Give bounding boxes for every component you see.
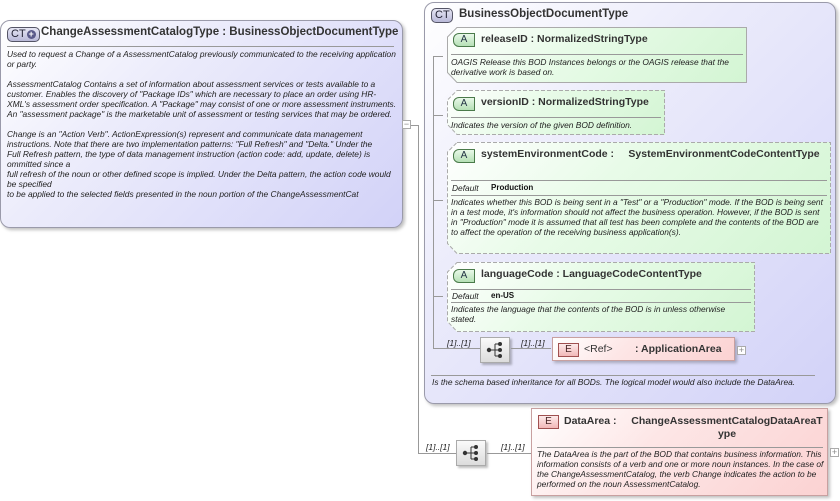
change-assessment-catalog-type-box[interactable]: CT+ ChangeAssessmentCatalogType : Busine…	[0, 20, 403, 228]
attribute-divider	[451, 195, 827, 196]
attribute-connector	[433, 56, 443, 57]
complex-type-badge-label: CT	[11, 28, 26, 40]
attribute-versionid[interactable]: A versionID : NormalizedStringType Indic…	[447, 90, 665, 135]
attribute-badge: A	[453, 97, 475, 111]
complex-type-badge-label: CT	[435, 9, 450, 21]
attribute-divider	[451, 54, 743, 55]
attribute-title: languageCode : LanguageCodeContentType	[481, 268, 702, 280]
sequence-icon	[462, 445, 478, 461]
base-doc-divider	[431, 375, 815, 376]
base-type-documentation: Is the schema based inheritance for all …	[432, 377, 796, 387]
element-badge: E	[538, 415, 559, 429]
element-ref-label: <Ref>	[584, 343, 613, 355]
attribute-systemenvironmentcode[interactable]: A systemEnvironmentCode : SystemEnvironm…	[447, 142, 831, 254]
attribute-title: releaseID : NormalizedStringType	[481, 33, 648, 45]
element-title: : ApplicationArea	[635, 343, 722, 355]
default-label: Default	[452, 291, 479, 301]
attribute-divider	[451, 289, 751, 290]
attribute-connector	[433, 115, 443, 116]
attribute-title-type: SystemEnvironmentCodeContentType	[628, 148, 820, 160]
complex-type-badge: CT	[431, 8, 453, 23]
cardinality-label: [1]..[1]	[521, 338, 545, 348]
attribute-documentation: Indicates the language that the contents…	[451, 304, 726, 324]
business-object-document-type-box[interactable]: CT BusinessObjectDocumentType A releaseI…	[424, 2, 836, 404]
title-divider	[7, 46, 394, 47]
element-application-area[interactable]: E <Ref> : ApplicationArea	[552, 337, 735, 361]
attribute-divider	[451, 302, 751, 303]
attribute-connector	[433, 296, 443, 297]
expand-toggle[interactable]: +	[737, 345, 746, 355]
element-title-type: ChangeAssessmentCatalogDataAreaType	[631, 415, 823, 440]
attribute-documentation: OAGIS Release this BOD Instances belongs…	[451, 57, 729, 77]
connector-line	[411, 125, 419, 126]
attribute-title: versionID : NormalizedStringType	[481, 96, 649, 108]
collapse-toggle[interactable]: −	[402, 119, 411, 129]
attribute-divider	[451, 180, 827, 181]
cardinality-label: [1]..[1]	[501, 442, 525, 452]
sequence-connector	[487, 453, 532, 454]
main-type-title: ChangeAssessmentCatalogType : BusinessOb…	[41, 26, 399, 38]
attribute-title-name: systemEnvironmentCode :	[481, 148, 615, 160]
attribute-badge: A	[453, 33, 475, 47]
doc-paragraph: Used to request a Change of a Assessment…	[7, 49, 396, 69]
sequence-connector	[433, 348, 481, 349]
element-title-name: DataArea :	[564, 415, 617, 427]
attribute-connector	[433, 56, 434, 348]
attribute-divider	[451, 117, 661, 118]
element-badge: E	[558, 343, 579, 357]
connector-line	[418, 125, 419, 453]
connector-line	[418, 453, 456, 454]
element-divider	[537, 447, 823, 448]
attribute-releaseid[interactable]: A releaseID : NormalizedStringType OAGIS…	[447, 27, 747, 83]
sequence-icon	[486, 342, 502, 358]
sequence-compositor[interactable]	[480, 337, 510, 363]
expand-toggle[interactable]: +	[830, 447, 839, 457]
element-documentation: The DataArea is the part of the BOD that…	[537, 449, 824, 489]
sequence-connector	[511, 348, 551, 349]
cardinality-label: [1]..[1]	[447, 338, 471, 348]
default-label: Default	[452, 183, 479, 193]
attribute-badge: A	[453, 269, 475, 283]
attribute-languagecode[interactable]: A languageCode : LanguageCodeContentType…	[447, 262, 755, 332]
doc-paragraph: Change is an "Action Verb". ActionExpres…	[7, 129, 391, 199]
cardinality-label: [1]..[1]	[426, 442, 450, 452]
element-data-area[interactable]: E DataArea : ChangeAssessmentCatalogData…	[531, 408, 828, 496]
attribute-documentation: Indicates the version of the given BOD d…	[451, 120, 633, 130]
doc-paragraph: AssessmentCatalog Contains a set of info…	[7, 79, 397, 119]
sequence-compositor[interactable]	[456, 440, 486, 466]
base-type-title: BusinessObjectDocumentType	[459, 8, 629, 20]
default-value: en-US	[491, 291, 515, 300]
complex-type-badge: CT+	[7, 27, 40, 42]
attribute-badge: A	[453, 149, 475, 163]
attribute-connector	[433, 200, 443, 201]
main-type-documentation: Used to request a Change of a Assessment…	[7, 49, 399, 209]
default-value: Production	[491, 183, 534, 192]
plus-circle-icon: +	[26, 29, 36, 39]
attribute-documentation: Indicates whether this BOD is being sent…	[451, 197, 823, 237]
